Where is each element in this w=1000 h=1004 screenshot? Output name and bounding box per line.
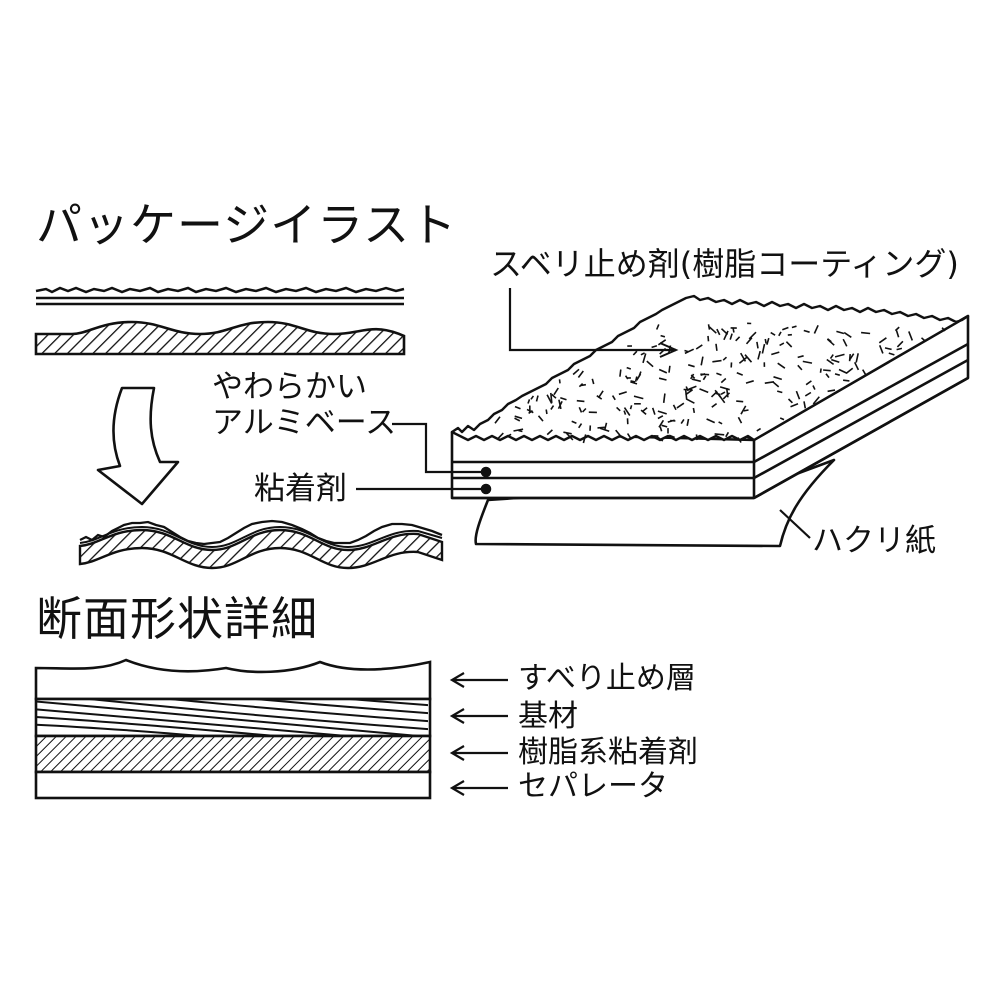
flat-strip	[36, 288, 404, 304]
speckle-mark	[708, 336, 709, 341]
speckle-mark	[620, 370, 621, 377]
speckle-mark	[716, 344, 717, 351]
speckle-mark	[631, 405, 632, 409]
speckle-mark	[861, 333, 870, 334]
adhesive-label: 粘着剤	[254, 474, 347, 505]
curved-down-arrow	[98, 388, 178, 504]
speckle-mark	[715, 434, 725, 435]
layer-arrow-1	[452, 709, 508, 723]
release-paper-label: ハクリ紙	[812, 526, 936, 557]
speckle-mark	[757, 342, 758, 349]
flat-strip-rough-top	[36, 288, 404, 292]
layer-label-separator: セパレータ	[518, 772, 668, 802]
speckle-mark	[733, 328, 734, 333]
layer-arrow-3	[452, 781, 508, 795]
package-illustration-title: パッケージイラスト	[36, 202, 457, 248]
speckle-mark	[560, 379, 561, 383]
speckle-mark	[577, 401, 585, 402]
soft-aluminum-label-line1: やわらかい	[212, 372, 367, 403]
soft-aluminum-label-line2: アルミベース	[212, 408, 396, 439]
formed-strip	[80, 521, 442, 568]
speckle-mark	[697, 434, 698, 440]
layer-label-resin-adhesive: 樹脂系粘着剤	[518, 738, 698, 768]
cross-section-top-layer	[36, 660, 430, 699]
speckle-mark	[631, 381, 636, 382]
cross-section-separator-layer	[36, 772, 430, 798]
speckle-mark	[843, 380, 849, 381]
wavy-strip-hatched-body	[36, 322, 404, 354]
speckle-mark	[736, 401, 743, 402]
cross-section-adhesive-layer	[36, 736, 430, 772]
speckle-mark	[693, 408, 694, 413]
layer-arrows	[452, 673, 508, 795]
cross-section-title: 断面形状詳細	[36, 596, 318, 642]
speckle-mark	[700, 374, 709, 375]
speckle-mark	[821, 369, 822, 373]
layer-arrow-0	[452, 673, 508, 687]
cross-section	[20, 660, 440, 798]
layer-label-anti-slip: すべり止め層	[518, 664, 696, 694]
anti-slip-agent-label: スベリ止め剤(樹脂コーティング)	[490, 248, 959, 280]
laminated-sheet	[452, 296, 968, 546]
speckle-mark	[546, 410, 547, 415]
speckle-mark	[744, 410, 749, 411]
speckle-mark	[670, 421, 675, 422]
speckle-mark	[518, 431, 522, 432]
layer-arrow-2	[452, 746, 508, 760]
wavy-strip	[36, 322, 404, 354]
speckle-mark	[765, 339, 766, 344]
layer-label-base-material: 基材	[518, 702, 578, 732]
speckle-mark	[686, 390, 687, 400]
speckle-mark	[669, 366, 670, 373]
speckle-mark	[823, 370, 831, 371]
